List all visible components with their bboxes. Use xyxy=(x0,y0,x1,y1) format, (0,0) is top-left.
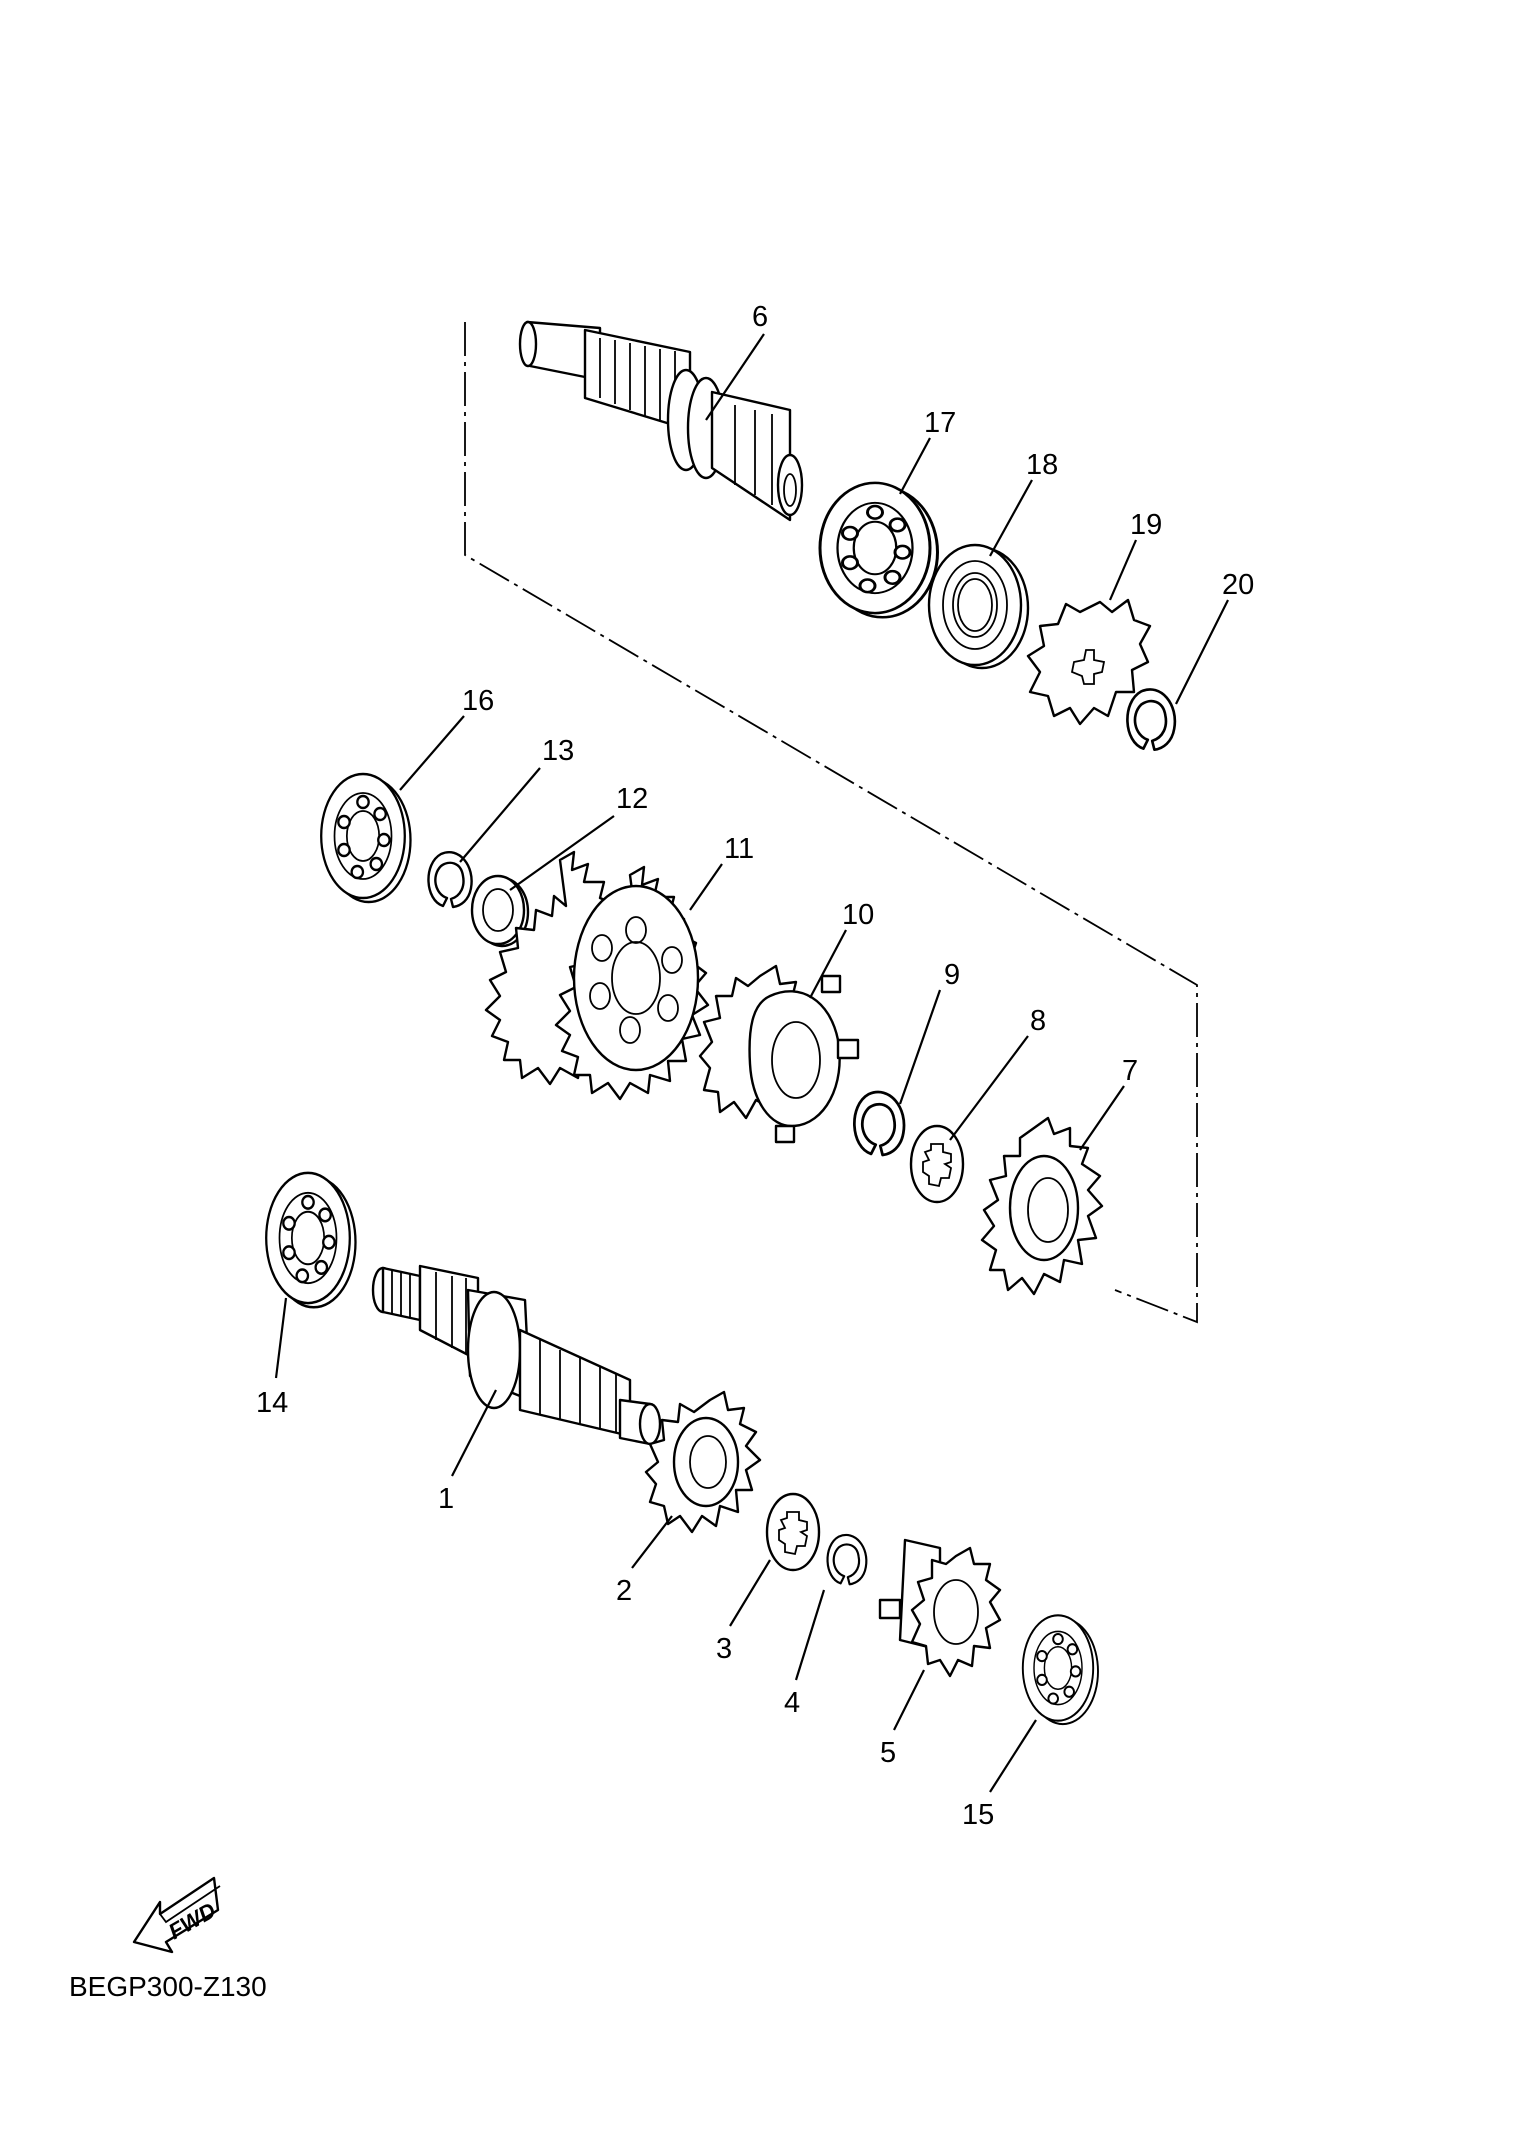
callout-6: 6 xyxy=(752,301,768,333)
callout-13: 13 xyxy=(542,735,574,767)
part-16-bearing xyxy=(320,772,412,904)
callout-10: 10 xyxy=(842,899,874,931)
part-17-bearing xyxy=(818,481,939,619)
callout-12: 12 xyxy=(616,783,648,815)
callout-11: 11 xyxy=(724,833,754,865)
part-1-main-axle xyxy=(371,1264,662,1446)
callout-1: 1 xyxy=(438,1483,454,1515)
callout-5: 5 xyxy=(880,1737,896,1769)
part-20-circlip xyxy=(1126,688,1177,752)
part-19-drive-sprocket xyxy=(1026,598,1152,726)
callout-20: 20 xyxy=(1222,569,1254,601)
assembly-outline xyxy=(464,322,1198,1324)
part-5-gear xyxy=(878,1538,1002,1678)
part-15-bearing xyxy=(1021,1614,1100,1726)
part-11-gear xyxy=(484,850,710,1101)
callout-15: 15 xyxy=(962,1799,994,1831)
part-14-bearing xyxy=(264,1171,357,1309)
leader-lines xyxy=(274,333,1229,1793)
diagram-code: BEGP300-Z130 xyxy=(69,1971,267,2002)
callout-17: 17 xyxy=(924,407,956,439)
callout-7: 7 xyxy=(1122,1055,1138,1087)
callout-14: 14 xyxy=(256,1387,288,1419)
callout-3: 3 xyxy=(716,1633,732,1665)
part-3-toothed-washer xyxy=(765,1492,821,1572)
part-9-circlip xyxy=(852,1090,906,1157)
callout-labels: 6 17 18 19 20 16 13 12 11 10 9 8 7 14 1 … xyxy=(256,301,1254,1831)
callout-18: 18 xyxy=(1026,449,1058,481)
part-6-main-axle xyxy=(518,320,804,522)
callout-16: 16 xyxy=(462,685,494,717)
callout-9: 9 xyxy=(944,959,960,991)
callout-19: 19 xyxy=(1130,509,1162,541)
part-13-circlip xyxy=(427,851,473,909)
fwd-arrow-icon: FWD xyxy=(132,1876,221,1954)
part-8-toothed-washer xyxy=(909,1124,965,1204)
part-18-oil-seal xyxy=(927,543,1030,670)
callout-8: 8 xyxy=(1030,1005,1046,1037)
callout-2: 2 xyxy=(616,1575,632,1607)
part-4-circlip xyxy=(826,1533,868,1586)
part-10-gear xyxy=(698,964,860,1144)
part-2-gear xyxy=(644,1390,762,1534)
callout-4: 4 xyxy=(784,1687,800,1719)
part-7-gear xyxy=(980,1116,1104,1296)
